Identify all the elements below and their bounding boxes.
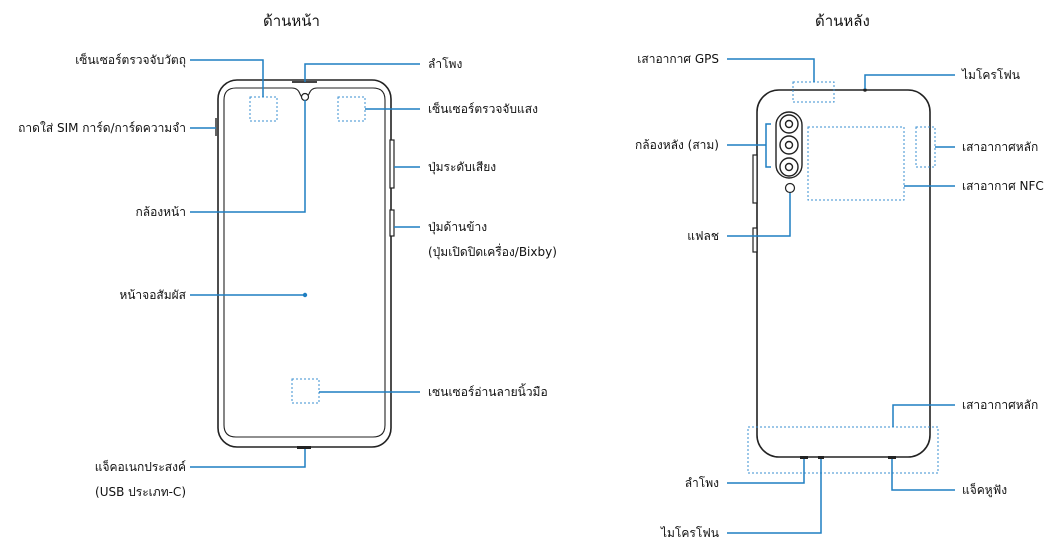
- touchscreen-label: หน้าจอสัมผัส: [119, 288, 186, 302]
- front-screen-outline: [223, 87, 386, 438]
- rear-camera-lens-1: [779, 114, 799, 134]
- flash-leader: [727, 193, 791, 237]
- earphone-jack-shape: [888, 456, 896, 459]
- rear-camera-lens-3-inner: [784, 162, 794, 172]
- fingerprint-sensor-zone: [291, 378, 320, 404]
- light-sensor-label: เซ็นเซอร์ตรวจจับแสง: [428, 102, 538, 116]
- flash-label: แฟลช: [687, 229, 719, 243]
- proximity-sensor-label: เซ็นเซอร์ตรวจจับวัตถุ: [75, 53, 186, 67]
- rear-camera-label: กล้องหลัง (สาม): [635, 138, 719, 152]
- main-antenna-bottom-leader: [892, 404, 955, 427]
- nfc-antenna-zone: [807, 126, 905, 201]
- proximity-sensor-leader: [190, 59, 264, 97]
- speaker-front-leader: [304, 63, 420, 82]
- back-leaders: [727, 58, 955, 534]
- front-title: ด้านหน้า: [263, 12, 320, 30]
- main-antenna-bottom-label: เสาอากาศหลัก: [962, 398, 1039, 412]
- bottom-mic-shape: [818, 456, 824, 459]
- back-phone-body: [756, 89, 931, 458]
- volume-key-label: ปุ่มระดับเสียง: [428, 160, 497, 174]
- bottom-speaker-shape: [800, 456, 808, 459]
- nfc-antenna-label: เสาอากาศ NFC: [962, 179, 1044, 193]
- side-key-label: ปุ่มด้านข้าง: [428, 220, 488, 234]
- mic-top-leader: [864, 74, 955, 89]
- back-side-button-lower: [752, 227, 758, 253]
- mic-bottom-leader: [727, 459, 822, 534]
- back-side-button-upper: [752, 154, 758, 204]
- rear-camera-lens-1-inner: [784, 119, 794, 129]
- multipurpose-jack-sublabel: (USB ประเภท-C): [95, 485, 186, 499]
- gps-antenna-label: เสาอากาศ GPS: [637, 52, 719, 66]
- side-key-sublabel: (ปุ่มเปิดปิดเครื่อง/Bixby): [428, 245, 557, 259]
- rear-camera-lens-2-inner: [784, 140, 794, 150]
- touchscreen-dot: [302, 292, 308, 298]
- usb-c-port-shape: [297, 446, 311, 449]
- main-antenna-top-label: เสาอากาศหลัก: [962, 140, 1039, 154]
- main-antenna-top-zone: [915, 126, 936, 168]
- top-mic-hole: [863, 88, 867, 92]
- fingerprint-sensor-label: เซนเซอร์อ่านลายนิ้วมือ: [428, 385, 548, 399]
- flash-shape: [784, 182, 796, 194]
- multipurpose-jack-leader: [190, 449, 306, 468]
- rear-camera-lens-2: [779, 135, 799, 155]
- back-phone: [747, 81, 939, 474]
- gps-leader: [727, 58, 815, 82]
- main-antenna-bottom-zone: [747, 426, 939, 474]
- mic-top-label: ไมโครโฟน: [962, 68, 1021, 82]
- earphone-jack-label: แจ็คหูฟัง: [962, 483, 1008, 497]
- mic-bottom-label: ไมโครโฟน: [660, 526, 719, 540]
- earphone-jack-leader: [891, 459, 955, 491]
- rear-camera-bracket: [765, 123, 771, 168]
- front-camera-lens: [300, 92, 310, 102]
- back-title: ด้านหลัง: [815, 12, 870, 30]
- multipurpose-jack-label: แจ็คอเนกประสงค์: [94, 460, 186, 474]
- side-key-shape: [389, 209, 395, 237]
- front-leaders: [190, 59, 420, 468]
- sim-tray-label: ถาดใส่ SIM การ์ด/การ์ดความจำ: [18, 121, 186, 135]
- front-phone: [215, 79, 395, 449]
- rear-camera-lens-3: [779, 157, 799, 177]
- speaker-back-label: ลำโพง: [684, 476, 719, 490]
- light-sensor-zone: [337, 96, 366, 122]
- front-camera-label: กล้องหน้า: [135, 205, 186, 219]
- volume-key-shape: [389, 139, 395, 189]
- speaker-front-label: ลำโพง: [428, 57, 463, 71]
- speaker-back-leader: [727, 459, 805, 484]
- front-camera-leader: [190, 100, 306, 213]
